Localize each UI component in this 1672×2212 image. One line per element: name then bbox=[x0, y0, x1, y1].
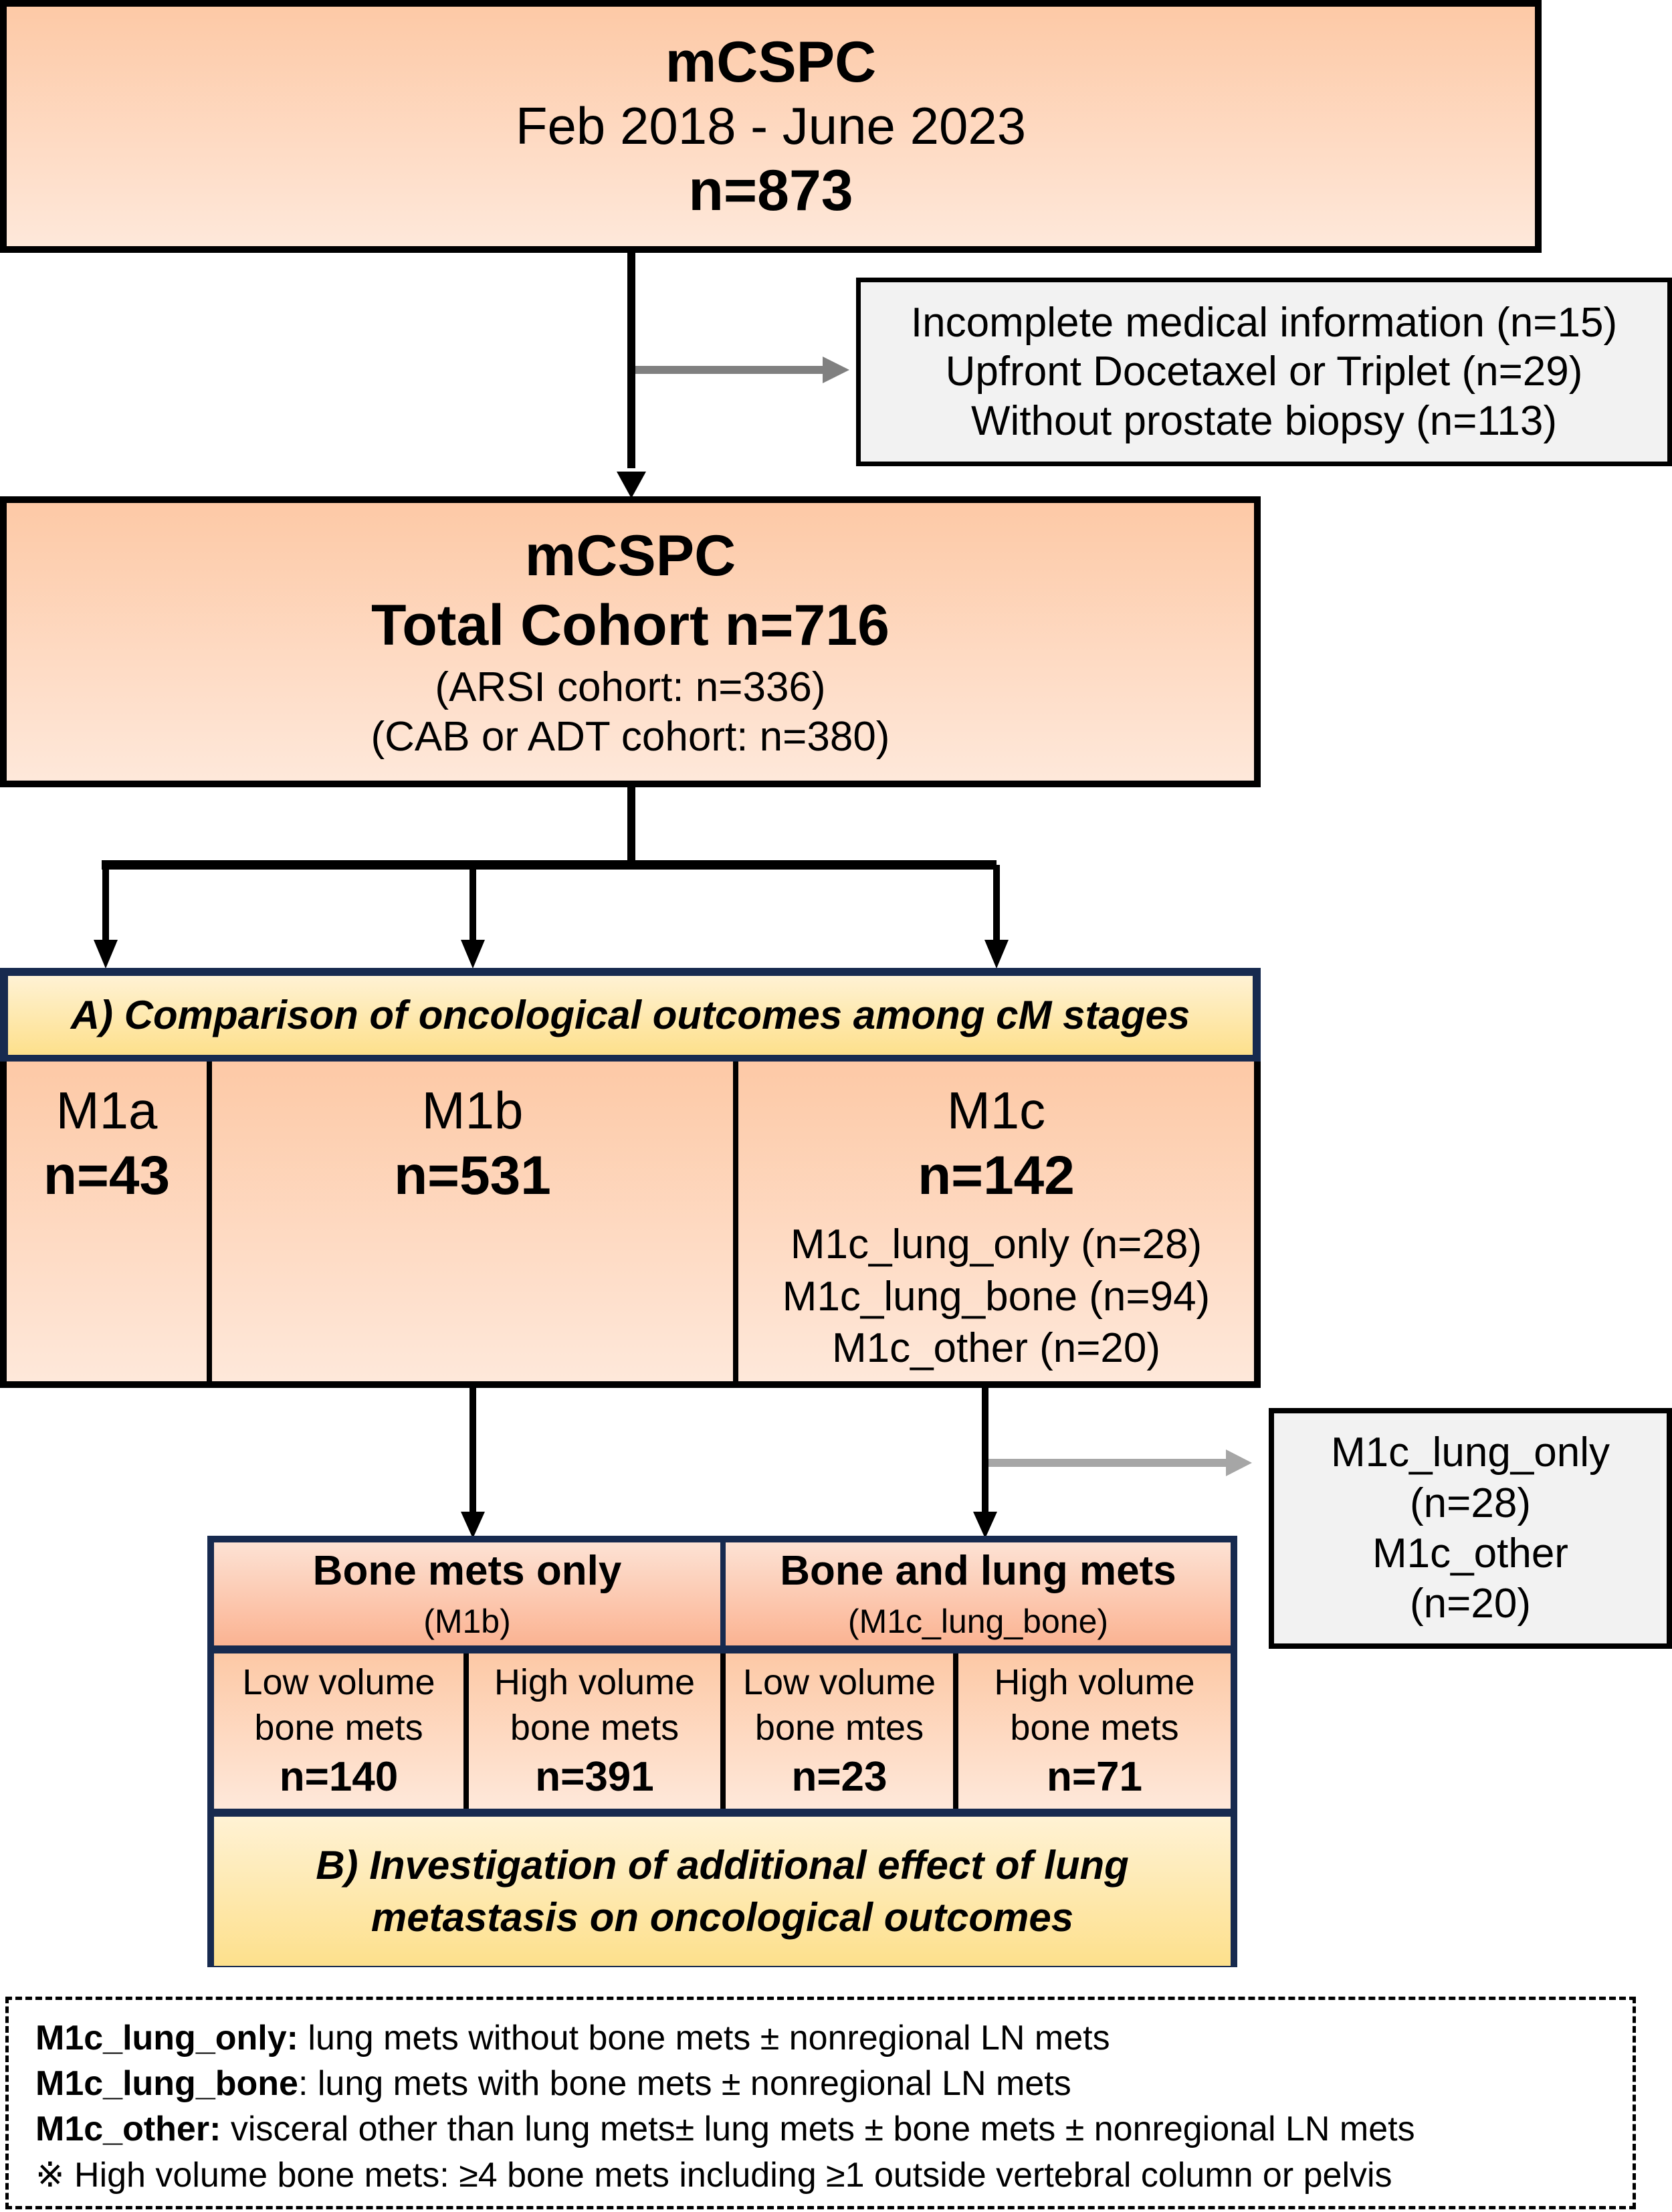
cell-count: n=23 bbox=[791, 1753, 887, 1800]
cell-m1b-high: High volume bone mets n=391 bbox=[469, 1653, 720, 1809]
analysis-a-header: A) Comparison of oncological outcomes am… bbox=[0, 968, 1261, 1063]
stage-label: M1b bbox=[421, 1081, 524, 1140]
group-subtitle: (M1b) bbox=[423, 1602, 511, 1640]
arrowhead-m1a bbox=[94, 940, 118, 969]
m1c-subgroup: M1c_lung_only (n=28) bbox=[790, 1221, 1203, 1268]
initial-cohort-box: mCSPC Feb 2018 - June 2023 n=873 bbox=[0, 0, 1542, 253]
stage-count: n=142 bbox=[918, 1145, 1075, 1207]
cell-count: n=391 bbox=[535, 1753, 654, 1800]
total-cohort-box: mCSPC Total Cohort n=716 (ARSI cohort: n… bbox=[0, 496, 1261, 787]
group-subtitle: (M1c_lung_bone) bbox=[847, 1602, 1109, 1640]
cab-adt-cohort: (CAB or ADT cohort: n=380) bbox=[371, 713, 890, 760]
initial-period: Feb 2018 - June 2023 bbox=[515, 96, 1027, 156]
excluded-line: M1c_other bbox=[1372, 1530, 1568, 1577]
total-count: Total Cohort n=716 bbox=[371, 593, 890, 658]
m1c-subgroup: M1c_lung_bone (n=94) bbox=[782, 1273, 1211, 1320]
legend-text: visceral other than lung mets± lung mets… bbox=[221, 2110, 1415, 2149]
legend-term: M1c_lung_bone bbox=[35, 2064, 298, 2104]
legend-item: M1c_lung_bone: lung mets with bone mets … bbox=[35, 2064, 1633, 2103]
initial-title: mCSPC bbox=[665, 30, 877, 94]
stage-m1b: M1b n=531 bbox=[212, 1062, 738, 1381]
exclusion-box: Incomplete medical information (n=15) Up… bbox=[856, 278, 1672, 466]
m1c-subgroup: M1c_other (n=20) bbox=[831, 1325, 1161, 1372]
cell-lungbone-low: Low volume bone mtes n=23 bbox=[726, 1653, 953, 1809]
legend-item: M1c_lung_only: lung mets without bone me… bbox=[35, 2019, 1633, 2057]
arrowhead-bone-only bbox=[461, 1512, 485, 1538]
analysis-b-block: Bone mets only (M1b) Bone and lung mets … bbox=[207, 1536, 1237, 1967]
group-bone-only: Bone mets only (M1b) bbox=[214, 1542, 720, 1645]
stage-count: n=43 bbox=[43, 1145, 171, 1207]
analysis-b-footer: B) Investigation of additional effect of… bbox=[214, 1817, 1231, 1966]
group-title: Bone mets only bbox=[312, 1548, 622, 1595]
cell-lungbone-high: High volume bone mets n=71 bbox=[958, 1653, 1231, 1809]
excluded-line: M1c_lung_only bbox=[1330, 1429, 1610, 1476]
group-bone-lung: Bone and lung mets (M1c_lung_bone) bbox=[726, 1542, 1231, 1645]
arrowhead-total bbox=[617, 472, 646, 498]
total-title: mCSPC bbox=[524, 523, 736, 588]
excluded-line: (n=28) bbox=[1410, 1480, 1531, 1526]
legend-note: ※ High volume bone mets: ≥4 bone mets in… bbox=[35, 2155, 1392, 2195]
legend-item: M1c_other: visceral other than lung mets… bbox=[35, 2110, 1633, 2148]
cell-line: bone mets bbox=[1010, 1708, 1179, 1748]
arrowhead-excluded-m1c bbox=[1226, 1449, 1252, 1476]
cell-line: bone mtes bbox=[754, 1708, 924, 1748]
analysis-b-title-line: B) Investigation of additional effect of… bbox=[316, 1843, 1129, 1888]
cell-line: bone mets bbox=[254, 1708, 423, 1748]
cell-line: Low volume bbox=[742, 1662, 936, 1702]
legend-box: M1c_lung_only: lung mets without bone me… bbox=[5, 1997, 1636, 2209]
cell-line: High volume bbox=[994, 1662, 1195, 1702]
excluded-line: (n=20) bbox=[1410, 1581, 1531, 1627]
group-title: Bone and lung mets bbox=[780, 1548, 1176, 1595]
arrowhead-m1c bbox=[984, 940, 1009, 969]
excluded-m1c-box: M1c_lung_only (n=28) M1c_other (n=20) bbox=[1269, 1408, 1672, 1649]
stage-m1a: M1a n=43 bbox=[7, 1062, 212, 1381]
cell-line: High volume bbox=[494, 1662, 696, 1702]
exclusion-line: Incomplete medical information (n=15) bbox=[910, 299, 1618, 346]
cell-line: Low volume bbox=[242, 1662, 435, 1702]
arrowhead-exclusion bbox=[823, 357, 849, 383]
stage-label: M1a bbox=[56, 1081, 158, 1140]
cell-count: n=140 bbox=[279, 1753, 399, 1800]
initial-count: n=873 bbox=[688, 158, 853, 223]
stage-count: n=531 bbox=[394, 1145, 551, 1207]
volume-row: Low volume bone mets n=140 High volume b… bbox=[214, 1653, 1231, 1809]
stage-label: M1c bbox=[946, 1081, 1046, 1140]
analysis-b-title-line: metastasis on oncological outcomes bbox=[371, 1894, 1074, 1940]
legend-term: M1c_lung_only: bbox=[35, 2019, 298, 2057]
cell-line: bone mets bbox=[510, 1708, 680, 1748]
legend-text: lung mets without bone mets ± nonregiona… bbox=[298, 2019, 1110, 2057]
arrowhead-m1b bbox=[461, 940, 485, 969]
legend-text: : lung mets with bone mets ± nonregional… bbox=[298, 2064, 1071, 2104]
stage-m1c: M1c n=142 M1c_lung_only (n=28) M1c_lung_… bbox=[738, 1062, 1254, 1381]
exclusion-line: Without prostate biopsy (n=113) bbox=[971, 397, 1557, 444]
legend-term: M1c_other: bbox=[35, 2110, 221, 2149]
cell-count: n=71 bbox=[1046, 1753, 1143, 1800]
cell-m1b-low: Low volume bone mets n=140 bbox=[214, 1653, 463, 1809]
arrowhead-bone-lung bbox=[973, 1512, 997, 1538]
analysis-a-title: A) Comparison of oncological outcomes am… bbox=[70, 993, 1190, 1038]
analysis-b-group-row: Bone mets only (M1b) Bone and lung mets … bbox=[214, 1542, 1231, 1645]
arsi-cohort: (ARSI cohort: n=336) bbox=[435, 664, 826, 711]
exclusion-line: Upfront Docetaxel or Triplet (n=29) bbox=[945, 348, 1583, 395]
stage-row: M1a n=43 M1b n=531 M1c n=142 M1c_lung_on… bbox=[0, 1062, 1261, 1388]
